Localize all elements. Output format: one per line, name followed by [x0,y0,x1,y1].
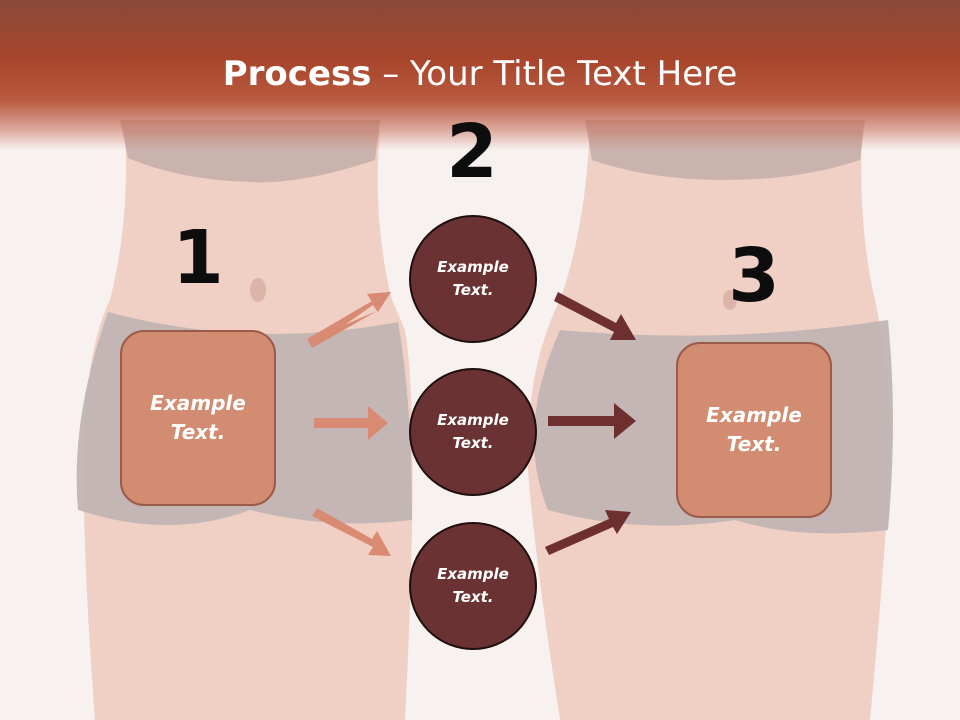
step-2-circle-top: Example Text. [409,215,537,343]
circle-middle-line2: Text. [452,434,494,452]
title-band [0,0,960,150]
step-2-circle-bottom: Example Text. [409,522,537,650]
arrow-bottom-to-3 [545,510,631,555]
arrow-1-to-middle [314,406,388,440]
step-2-circle-middle: Example Text. [409,368,537,496]
step-number-3: 3 [728,233,780,319]
circle-bottom-line1: Example [437,565,509,583]
step-1-box: Example Text. [120,330,276,506]
step-3-box: Example Text. [676,342,832,518]
step-3-box-line1: Example [706,403,802,427]
step-number-2: 2 [446,109,498,195]
circle-top-line2: Text. [452,281,494,299]
arrow-1-to-top [307,292,391,348]
circle-middle-line1: Example [437,411,509,429]
arrow-1-to-bottom [312,508,391,556]
title-rest: – Your Title Text Here [371,54,738,94]
step-1-box-line2: Text. [170,420,226,444]
slide-title: Process – Your Title Text Here [0,52,960,96]
right-figure-navel [723,290,737,310]
left-figure-navel [250,278,266,302]
step-number-1: 1 [172,215,224,301]
step-1-box-line1: Example [150,391,246,415]
circle-bottom-line2: Text. [452,588,494,606]
step-3-box-line2: Text. [726,432,782,456]
arrow-top-to-3 [554,292,636,340]
title-bold: Process [222,54,372,94]
arrow-middle-to-3 [548,403,636,439]
circle-top-line1: Example [437,258,509,276]
